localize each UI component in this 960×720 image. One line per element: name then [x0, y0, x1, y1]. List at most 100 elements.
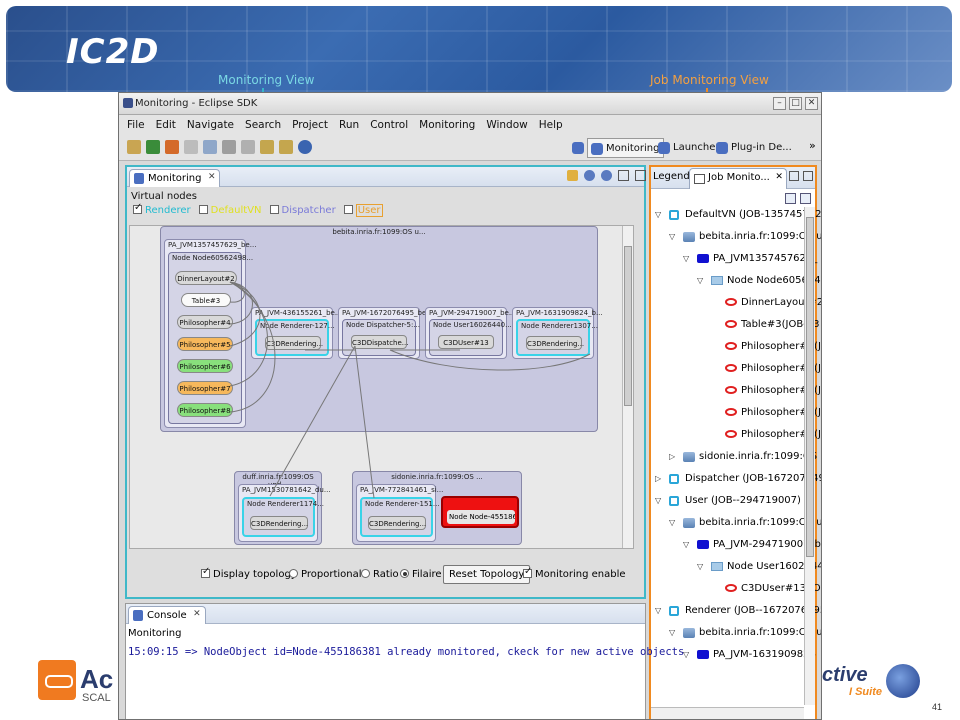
active-object[interactable]: C3DRendering... — [368, 516, 426, 530]
collapsed-twisty-icon[interactable]: ▷ — [655, 474, 662, 483]
vn-renderer-checkbox[interactable]: Renderer — [133, 202, 191, 216]
menu-help[interactable]: Help — [538, 119, 563, 131]
more-perspectives[interactable]: » — [809, 139, 816, 152]
forward-icon[interactable] — [279, 140, 293, 154]
expanded-twisty-icon[interactable]: ▽ — [669, 518, 676, 527]
tree-item[interactable]: ▽PA_JVM1357457629_ — [651, 251, 817, 267]
checkbox[interactable] — [269, 205, 279, 214]
topology-canvas[interactable]: bebita.inria.fr:1099:OS u... PA_JVM13574… — [129, 225, 634, 549]
print-icon[interactable] — [203, 140, 217, 154]
minimize-view-icon[interactable] — [618, 170, 629, 181]
node-box[interactable]: Node Renderer1307... C3DRendering... — [516, 319, 598, 356]
radio[interactable] — [289, 569, 298, 578]
tree-item[interactable]: ▽bebita.inria.fr:1099:OS un — [651, 515, 821, 531]
tree-item[interactable]: Philosopher#5(J — [651, 361, 821, 377]
menu-file[interactable]: File — [127, 119, 145, 131]
menu-search[interactable]: Search — [245, 119, 282, 131]
maximize-button[interactable]: □ — [789, 97, 802, 110]
new-icon[interactable] — [127, 140, 141, 154]
expanded-twisty-icon[interactable]: ▽ — [683, 254, 690, 263]
minimize-view-icon[interactable] — [789, 171, 799, 181]
jvm-box[interactable]: PA_JVM-1631909824_b... Node Renderer1307… — [512, 307, 603, 359]
tree-item[interactable]: ▽Node User1602644 — [651, 559, 821, 575]
vn-user-checkbox[interactable]: User — [343, 204, 383, 217]
tree-item[interactable]: Philosopher#6(J — [651, 383, 821, 399]
proportional-radio[interactable]: Proportional — [289, 569, 362, 580]
jvm-box[interactable]: PA_JVM-772841461_si... Node Renderer-151… — [356, 484, 443, 542]
ratio-radio[interactable]: Ratio — [361, 569, 399, 580]
window-titlebar[interactable]: Monitoring - Eclipse SDK – □ ✕ — [119, 93, 821, 115]
checkbox[interactable] — [198, 205, 208, 214]
close-icon[interactable]: ✕ — [207, 172, 216, 182]
active-object[interactable]: Philosopher#4 — [177, 315, 233, 329]
maximize-view-icon[interactable] — [803, 171, 813, 181]
active-object[interactable]: Philosopher#6 — [177, 359, 233, 373]
tree-item[interactable]: ▽DefaultVN (JOB-1357457629 — [651, 207, 821, 223]
vn-defaultvn-checkbox[interactable]: DefaultVN — [198, 205, 262, 216]
expanded-twisty-icon[interactable]: ▽ — [697, 276, 704, 285]
monitoring-enable-checkbox[interactable]: Monitoring enable — [523, 566, 626, 580]
active-object[interactable]: C3DRendering... — [265, 336, 323, 350]
refresh-icon[interactable] — [567, 170, 578, 181]
maximize-view-icon[interactable] — [635, 170, 646, 181]
scrollbar-thumb[interactable] — [806, 217, 814, 557]
active-object[interactable]: C3DRendering... — [250, 516, 308, 530]
checkbox-checked[interactable] — [133, 202, 142, 214]
tab-monitoring[interactable]: Monitoring ✕ — [129, 169, 221, 187]
menu-edit[interactable]: Edit — [155, 119, 176, 131]
tree-item[interactable]: ▽User (JOB--294719007) — [651, 493, 803, 509]
debug-icon[interactable] — [165, 140, 179, 154]
tree-item[interactable]: ▽Node Node6056249 — [651, 273, 821, 289]
save-icon[interactable] — [184, 140, 198, 154]
menu-control[interactable]: Control — [370, 119, 409, 131]
tree-item[interactable]: ▷sidonie.inria.fr:1099:OS u — [651, 449, 821, 465]
active-object[interactable]: Philosopher#5 — [177, 337, 233, 351]
active-object[interactable]: Philosopher#8 — [177, 403, 233, 417]
minimize-button[interactable]: – — [773, 97, 786, 110]
perspective-launcher[interactable]: Launcher — [655, 138, 723, 158]
jvm-box[interactable]: PA_JVM1530781642_du... Node Renderer1174… — [238, 484, 331, 542]
globe-icon[interactable] — [298, 140, 312, 154]
active-object[interactable]: Table#3 — [181, 293, 231, 307]
menu-project[interactable]: Project — [292, 119, 329, 131]
close-button[interactable]: ✕ — [805, 97, 818, 110]
close-icon[interactable]: ✕ — [193, 609, 201, 619]
expanded-twisty-icon[interactable]: ▽ — [683, 540, 690, 549]
tab-job-monitoring[interactable]: Job Monito... ✕ — [689, 168, 787, 189]
filaire-radio[interactable]: Filaire — [400, 569, 442, 580]
tree-vertical-scrollbar[interactable] — [804, 207, 815, 705]
radio-selected[interactable] — [400, 569, 409, 578]
menu-navigate[interactable]: Navigate — [186, 119, 235, 131]
expanded-twisty-icon[interactable]: ▽ — [669, 232, 676, 241]
collapse-all-icon[interactable] — [800, 193, 811, 204]
zoom-out-icon[interactable] — [601, 170, 612, 181]
next-annotation-icon[interactable] — [241, 140, 255, 154]
host-duff[interactable]: duff.inria.fr:1099:OS und... PA_JVM15307… — [234, 471, 331, 545]
menu-window[interactable]: Window — [486, 119, 528, 131]
zoom-in-icon[interactable] — [584, 170, 595, 181]
tree-item[interactable]: ▽Renderer (JOB--1672076495 — [651, 603, 821, 619]
expanded-twisty-icon[interactable]: ▽ — [697, 562, 704, 571]
active-object[interactable]: C3DUser#13 — [438, 335, 494, 349]
display-topology-checkbox[interactable]: Display topology — [201, 566, 297, 580]
checkbox-checked[interactable] — [523, 566, 532, 578]
tree-item[interactable]: ▽bebita.inria.fr:1099:OS un — [651, 229, 821, 245]
tree-horizontal-scrollbar[interactable] — [651, 707, 804, 719]
host-bebita[interactable]: bebita.inria.fr:1099:OS u... PA_JVM13574… — [160, 226, 603, 432]
active-object[interactable]: C3DDispatche... — [351, 335, 408, 349]
tab-console[interactable]: Console ✕ — [128, 606, 206, 624]
back-icon[interactable] — [260, 140, 274, 154]
jvm-box[interactable]: PA_JVM1357457629_be... Node Node60562498… — [164, 239, 256, 428]
perspective-plugin-dev[interactable]: Plug-in De... — [713, 138, 796, 158]
vn-dispatcher-checkbox[interactable]: Dispatcher — [269, 205, 336, 216]
tree-item[interactable]: Table#3(JOB-13 — [651, 317, 820, 333]
close-icon[interactable]: ✕ — [775, 172, 783, 182]
perspective-monitoring[interactable]: Monitoring — [587, 138, 665, 158]
tree-item[interactable]: ▽PA_JVM-1631909824 — [651, 647, 816, 663]
expand-all-icon[interactable] — [785, 193, 796, 204]
node-box[interactable]: Node Renderer-151... C3DRendering... — [360, 497, 440, 537]
scrollbar-thumb[interactable] — [624, 246, 632, 406]
tree-item[interactable]: Philosopher#4(J — [651, 339, 821, 355]
checkbox[interactable] — [343, 205, 353, 214]
expanded-twisty-icon[interactable]: ▽ — [683, 650, 690, 659]
